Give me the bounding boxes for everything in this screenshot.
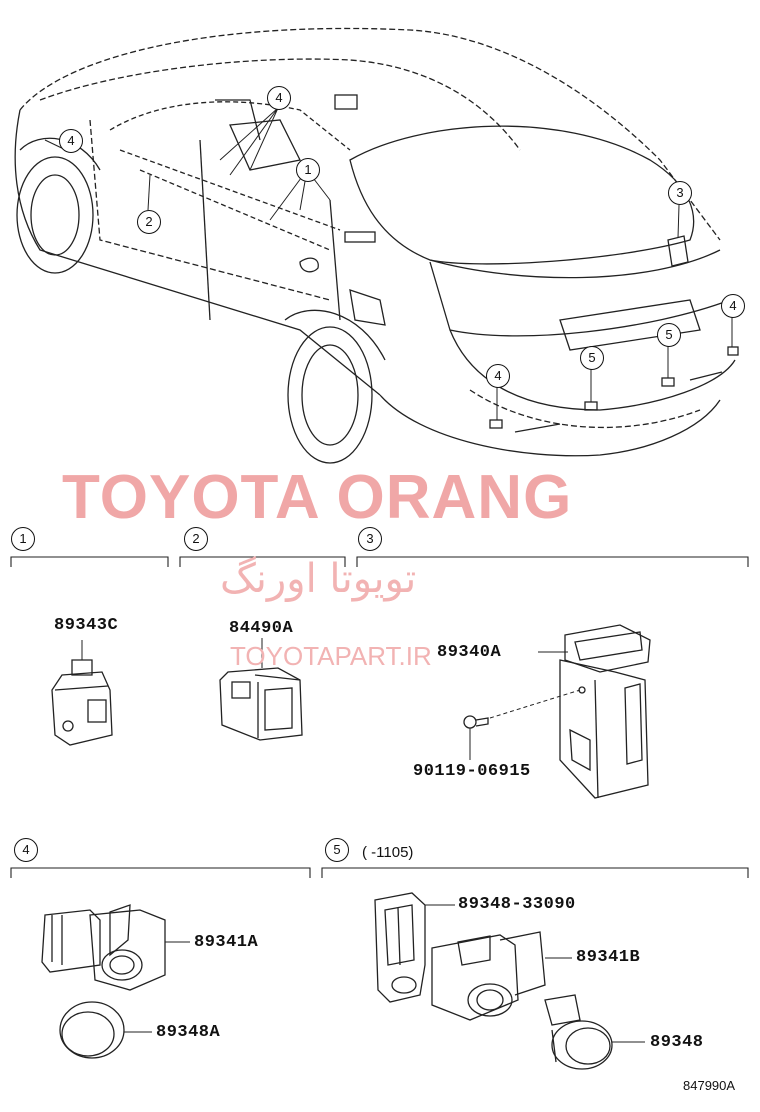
part-label-89340a: 89340A	[437, 643, 502, 662]
part-89348-illustration	[544, 994, 645, 1070]
callout-5-left: 5	[580, 346, 604, 370]
part-label-89348: 89348	[650, 1033, 704, 1052]
part-label-84490a: 84490A	[229, 619, 294, 638]
part-label-89348a: 89348A	[156, 1023, 221, 1042]
part-label-89341a: 89341A	[194, 933, 259, 952]
section-5-range: ( -1105)	[362, 844, 414, 861]
part-89341a-illustration	[41, 904, 190, 991]
section-2-number: 2	[184, 527, 208, 551]
part-label-89343c: 89343C	[54, 616, 119, 635]
part-89348a-illustration	[59, 1001, 152, 1059]
callout-4-rear-right: 4	[721, 294, 745, 318]
callout-3: 3	[668, 181, 692, 205]
part-89340a-illustration	[463, 624, 651, 799]
watermark-persian: تویوتا اورنگ	[220, 556, 417, 602]
watermark-site: TOYOTAPART.IR	[230, 641, 432, 671]
part-89341b-illustration	[431, 931, 572, 1021]
section-brackets	[10, 556, 749, 878]
callout-4-front: 4	[59, 129, 83, 153]
watermark-brand: TOYOTA ORANG	[62, 463, 573, 532]
callout-4-rear-left: 4	[486, 364, 510, 388]
section-3-number: 3	[358, 527, 382, 551]
callout-5-right: 5	[657, 323, 681, 347]
callout-2: 2	[137, 210, 161, 234]
diagram-code: 847990A	[683, 1078, 736, 1093]
callout-4-top: 4	[267, 86, 291, 110]
part-89343c-illustration	[51, 640, 113, 746]
part-label-90119-06915: 90119-06915	[413, 762, 531, 781]
part-label-89348-33090: 89348-33090	[458, 895, 576, 914]
car-illustration	[14, 27, 739, 464]
part-label-89341b: 89341B	[576, 948, 641, 967]
part-84490a-illustration	[219, 638, 303, 741]
callout-1: 1	[296, 158, 320, 182]
section-1-number: 1	[11, 527, 35, 551]
part-89348-33090-illustration	[374, 892, 455, 1003]
section-4-number: 4	[14, 838, 38, 862]
section-5-number: 5	[325, 838, 349, 862]
